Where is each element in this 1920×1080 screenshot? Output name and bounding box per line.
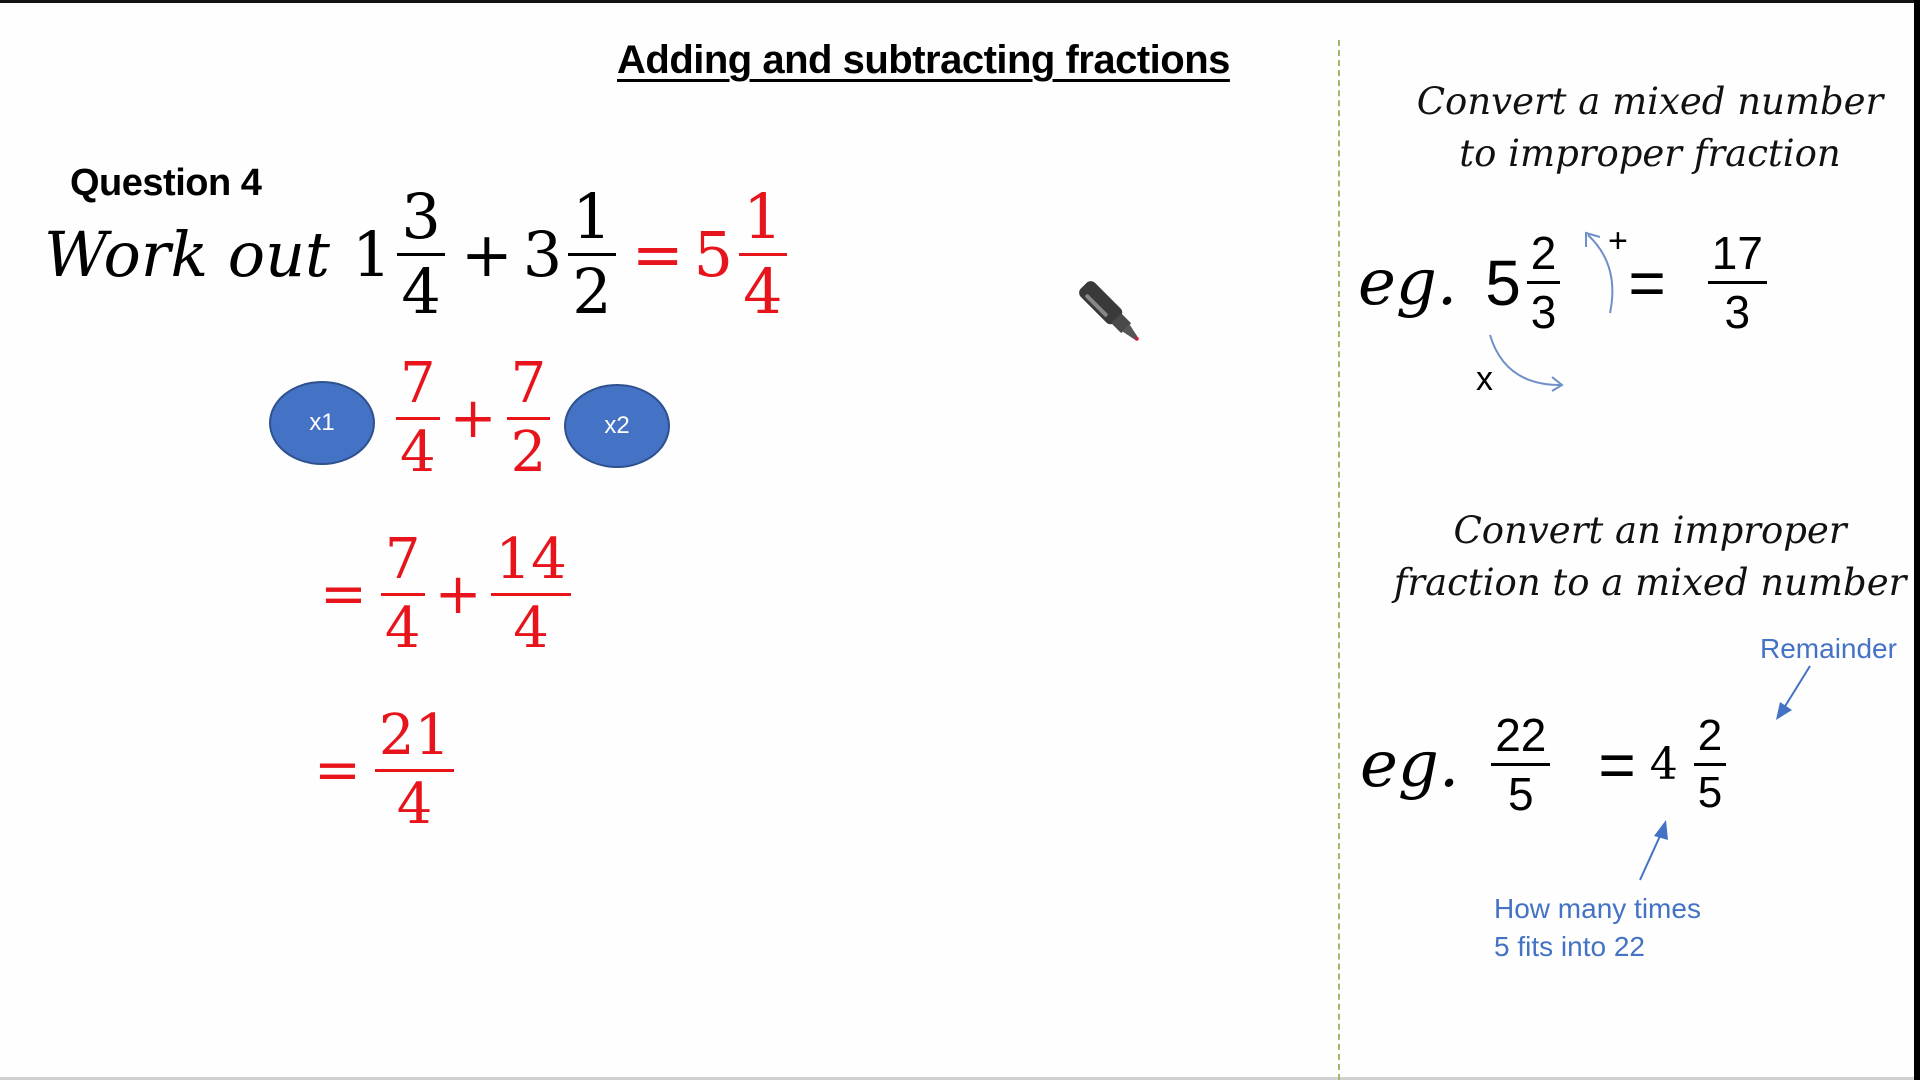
mixed-to-improper-heading: Convert a mixed number to improper fract… <box>1380 76 1920 180</box>
equals-sign: = <box>1598 728 1636 801</box>
working-step-1: 7 4 + 7 2 <box>390 356 556 481</box>
equals-sign: = <box>320 562 367 627</box>
question-label: Question 4 <box>70 162 262 204</box>
working-step-3: = 21 4 <box>314 708 460 833</box>
denominator: 5 <box>1507 768 1534 820</box>
answer-fraction: 1 4 <box>739 180 787 328</box>
fraction-bar <box>1707 281 1767 284</box>
pen-cursor-icon <box>1072 272 1152 357</box>
numerator: 22 <box>1495 709 1547 761</box>
answer-denominator: 4 <box>743 255 783 328</box>
example-mixed-to-improper: eg. 5 2 3 = 17 3 <box>1358 230 1773 335</box>
step1-fraction-b: 7 2 <box>506 351 551 485</box>
quotient-note: How many times 5 fits into 22 <box>1494 890 1701 966</box>
times-annotation: x <box>1476 360 1493 398</box>
note-line: 5 fits into 22 <box>1494 931 1645 962</box>
fraction-bar <box>1693 763 1727 766</box>
denominator: 4 <box>513 596 549 661</box>
problem-line: Work out 1 3 4 + 3 1 2 = 5 1 4 <box>44 186 793 323</box>
plus-annotation: + <box>1608 222 1628 260</box>
fraction-bar <box>739 253 787 256</box>
fraction-bar <box>506 417 551 420</box>
mixed-fraction: 2 5 <box>1693 711 1727 817</box>
quotient-arrow-icon <box>1639 820 1668 881</box>
fraction-bar <box>1526 281 1561 284</box>
mixed-whole: 5 <box>1485 246 1521 319</box>
mixed-whole: 4 <box>1649 739 1678 790</box>
step2-fraction-b: 14 4 <box>491 527 571 661</box>
eg-label: eg. <box>1358 245 1458 320</box>
working-step-2: = 7 4 + 14 4 <box>320 532 577 657</box>
numerator: 14 <box>495 527 567 592</box>
term1-denominator: 4 <box>401 255 441 328</box>
eg-label: eg. <box>1360 727 1460 802</box>
improper-result: 17 3 <box>1707 227 1767 338</box>
panel-divider <box>1338 40 1340 1080</box>
fraction-bar <box>491 593 571 596</box>
numerator: 2 <box>1697 711 1723 760</box>
denominator: 4 <box>400 420 436 485</box>
numerator: 7 <box>400 351 436 416</box>
multiplier-badge-x1: x1 <box>269 381 375 465</box>
equals-sign: = <box>631 218 684 291</box>
problem-prefix: Work out <box>44 218 330 291</box>
conversion-arrows-icon <box>1489 231 1614 392</box>
fraction-bar <box>568 253 616 256</box>
mixed-fraction: 2 3 <box>1526 227 1561 338</box>
fraction-bar <box>1491 763 1551 766</box>
answer-numerator: 1 <box>743 180 783 253</box>
right-border <box>1914 0 1920 1080</box>
example-improper-to-mixed: eg. 22 5 = 4 2 5 <box>1360 712 1732 817</box>
bottom-border <box>0 1077 1914 1080</box>
improper-to-mixed-heading: Convert an improper fraction to a mixed … <box>1380 505 1920 609</box>
fraction-bar <box>397 253 445 256</box>
equals-sign: = <box>314 738 361 803</box>
term2-whole: 3 <box>522 218 563 291</box>
heading-line: Convert a mixed number <box>1416 80 1884 123</box>
step1-fraction-a: 7 4 <box>396 356 440 481</box>
heading-line: fraction to a mixed number <box>1393 561 1907 604</box>
plus-operator: + <box>460 218 513 291</box>
denominator: 3 <box>1724 286 1751 338</box>
denominator: 4 <box>396 772 433 837</box>
multiplier-badge-x2: x2 <box>564 384 670 468</box>
denominator: 4 <box>384 596 421 661</box>
heading-line: to improper fraction <box>1459 132 1841 175</box>
denominator: 3 <box>1530 286 1557 338</box>
term2-numerator: 1 <box>572 180 612 253</box>
term2-fraction: 1 2 <box>568 180 616 328</box>
step3-fraction: 21 4 <box>374 703 455 837</box>
term1-whole: 1 <box>351 218 392 291</box>
note-line: How many times <box>1494 893 1701 924</box>
plus-operator: + <box>434 562 482 627</box>
plus-operator: + <box>449 386 497 451</box>
term1-numerator: 3 <box>401 180 441 253</box>
remainder-arrow-icon <box>1776 665 1811 720</box>
heading-line: Convert an improper <box>1453 509 1847 552</box>
denominator: 2 <box>510 420 547 485</box>
fraction-bar <box>380 593 425 596</box>
answer-whole: 5 <box>693 218 734 291</box>
equals-sign: = <box>1628 246 1666 319</box>
remainder-label: Remainder <box>1760 633 1897 664</box>
numerator: 17 <box>1711 227 1763 279</box>
top-border <box>0 0 1920 3</box>
numerator: 2 <box>1530 227 1557 279</box>
fraction-bar <box>396 417 440 420</box>
slide-title: Adding and subtracting fractions <box>617 38 1230 82</box>
term1-fraction: 3 4 <box>397 180 445 328</box>
numerator: 21 <box>378 703 451 768</box>
step2-fraction-a: 7 4 <box>380 527 425 661</box>
numerator: 7 <box>510 351 547 416</box>
numerator: 7 <box>384 527 421 592</box>
improper-fraction: 22 5 <box>1491 709 1551 820</box>
fraction-bar <box>374 769 455 772</box>
term2-denominator: 2 <box>572 255 612 328</box>
denominator: 5 <box>1697 768 1723 817</box>
